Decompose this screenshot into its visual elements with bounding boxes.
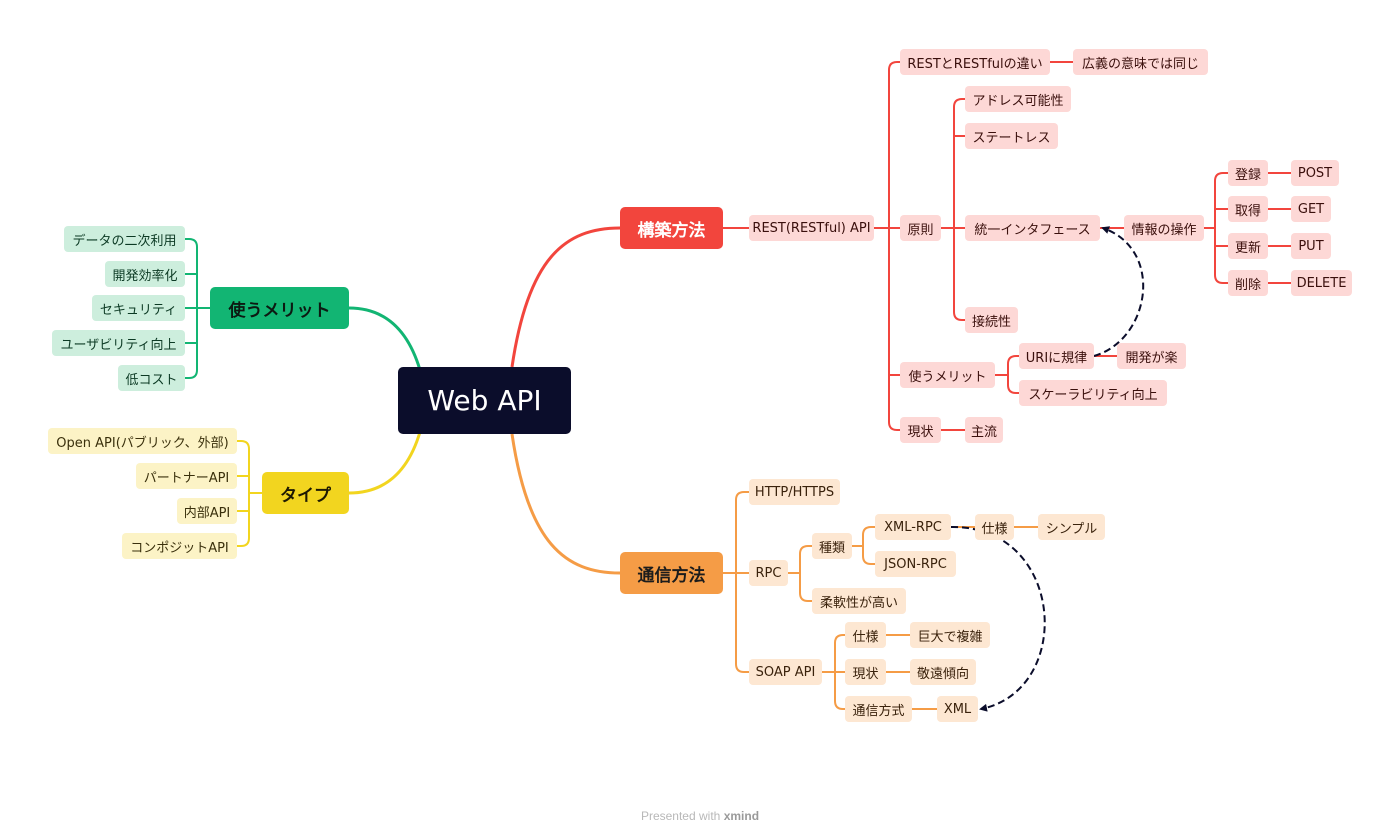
subtopic-rpc[interactable]: RPC [749,560,788,586]
subtopic-mainstream[interactable]: 主流 [965,417,1003,443]
subtopic-rest-api[interactable]: REST(RESTful) API [749,215,874,241]
topic-communication-method[interactable]: 通信方法 [620,552,723,594]
footer-credit: Presented with xmind [0,809,1400,823]
subtopic-principles[interactable]: 原則 [900,215,941,241]
connector-central-comm [510,433,621,575]
subtopic-xml-rpc[interactable]: XML-RPC [875,514,951,540]
subtopic-method-get[interactable]: GET [1291,196,1331,222]
subtopic-rest-vs-restful[interactable]: RESTとRESTfulの違い [900,49,1050,75]
footer-prefix: Presented with [640,809,721,823]
subtopic-soap-api[interactable]: SOAP API [749,659,822,685]
connector-central-build [510,226,621,368]
subtopic-uri-discipline[interactable]: URIに規律 [1019,343,1094,369]
subtopic-scalability[interactable]: スケーラビリティ向上 [1019,380,1167,406]
subtopic-op-create[interactable]: 登録 [1228,160,1268,186]
subtopic-method-post[interactable]: POST [1291,160,1339,186]
subtopic-same-meaning[interactable]: 広義の意味では同じ [1073,49,1208,75]
build-branch-lines [723,61,1291,431]
topic-types[interactable]: タイプ [262,472,349,514]
subtopic-merit-5[interactable]: 低コスト [118,365,185,391]
subtopic-merit-4[interactable]: ユーザビリティ向上 [52,330,185,356]
subtopic-xml[interactable]: XML [937,696,978,722]
subtopic-merit-2[interactable]: 開発効率化 [105,261,185,287]
connector-central-merit [348,306,422,371]
subtopic-type-partner-api[interactable]: パートナーAPI [136,463,237,489]
subtopic-type-composite-api[interactable]: コンポジットAPI [122,533,237,559]
subtopic-rest-merits[interactable]: 使うメリット [900,362,995,388]
subtopic-soap-spec[interactable]: 仕様 [845,622,886,648]
subtopic-avoided[interactable]: 敬遠傾向 [910,659,976,685]
subtopic-uniform-interface[interactable]: 統一インタフェース [965,215,1100,241]
subtopic-json-rpc[interactable]: JSON-RPC [875,551,956,577]
central-topic-web-api[interactable]: Web API [398,367,571,434]
subtopic-high-flexibility[interactable]: 柔軟性が高い [812,588,906,614]
relationship-dev-easy-to-info-ops [1093,226,1145,357]
subtopic-rpc-kinds[interactable]: 種類 [812,533,852,559]
subtopic-type-internal-api[interactable]: 内部API [177,498,237,524]
subtopic-soap-status[interactable]: 現状 [845,659,886,685]
subtopic-information-operations[interactable]: 情報の操作 [1124,215,1204,241]
subtopic-type-open-api[interactable]: Open API(パブリック、外部) [48,428,237,454]
subtopic-comm-format[interactable]: 通信方式 [845,696,912,722]
topic-build-method[interactable]: 構築方法 [620,207,723,249]
subtopic-huge-complex[interactable]: 巨大で複雑 [910,622,990,648]
subtopic-op-delete[interactable]: 削除 [1228,270,1268,296]
relationship-xmlrpc-to-xml [950,525,1046,712]
subtopic-current-status[interactable]: 現状 [900,417,941,443]
subtopic-merit-1[interactable]: データの二次利用 [64,226,185,252]
subtopic-xmlrpc-spec[interactable]: 仕様 [975,514,1014,540]
subtopic-op-get[interactable]: 取得 [1228,196,1268,222]
subtopic-method-delete[interactable]: DELETE [1291,270,1352,296]
subtopic-merit-3[interactable]: セキュリティ [92,295,185,321]
xmind-logo-text: xmind [723,809,760,823]
topic-merits[interactable]: 使うメリット [210,287,349,329]
subtopic-addressability[interactable]: アドレス可能性 [965,86,1071,112]
subtopic-stateless[interactable]: ステートレス [965,123,1058,149]
subtopic-connectivity[interactable]: 接続性 [965,307,1018,333]
subtopic-easy-development[interactable]: 開発が楽 [1117,343,1186,369]
subtopic-simple[interactable]: シンプル [1038,514,1105,540]
subtopic-method-put[interactable]: PUT [1291,233,1331,259]
subtopic-http-https[interactable]: HTTP/HTTPS [749,479,840,505]
type-branch-lines [237,440,262,547]
merit-branch-lines [185,238,210,379]
subtopic-op-update[interactable]: 更新 [1228,233,1268,259]
connector-central-type [348,431,422,495]
